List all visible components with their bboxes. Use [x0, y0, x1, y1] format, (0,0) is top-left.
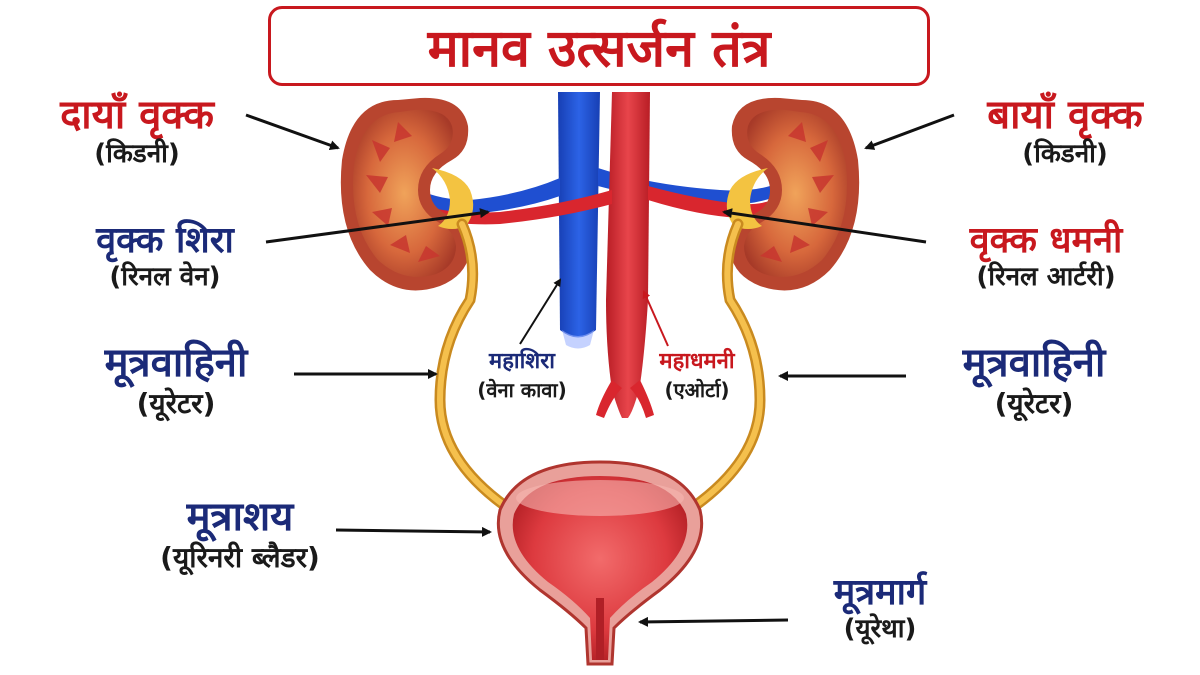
aorta-label: महाधमनी (एओर्टा)	[632, 348, 762, 403]
vena-cava-sub: (वेना कावा)	[477, 377, 567, 402]
renal-vein-name: वृक्क शिरा	[96, 220, 234, 261]
pointer-arrows	[245, 113, 955, 627]
aorta-name: महाधमनी	[659, 349, 735, 374]
renal-vein-label: वृक्क शिरा (रिनल वेन)	[60, 220, 270, 295]
right-kidney-name: दायाँ वृक्क	[60, 92, 214, 138]
ureter-right-sub: (यूरेटर)	[994, 387, 1074, 420]
right-kidney-label: दायाँ वृक्क (किडनी)	[22, 92, 252, 172]
renal-artery-name: वृक्क धमनी	[969, 220, 1123, 261]
page-title: मानव उत्सर्जन तंत्र	[427, 18, 771, 79]
urinary-bladder-organ	[496, 460, 704, 666]
urethra-label: मूत्रमार्ग (यूरेथा)	[780, 572, 980, 647]
ureter-right-label: मूत्रवाहिनी (यूरेटर)	[904, 340, 1164, 422]
right-kidney-organ	[340, 97, 474, 291]
aorta-pointer-arrow	[642, 290, 669, 347]
renal-artery-sub: (रिनल आर्टरी)	[976, 262, 1116, 293]
renal-artery-label: वृक्क धमनी (रिनल आर्टरी)	[926, 220, 1166, 295]
title-banner: मानव उत्सर्जन तंत्र	[268, 6, 930, 86]
left-kidney-name: बायाँ वृक्क	[987, 92, 1143, 138]
left-kidney-label: बायाँ वृक्क (किडनी)	[950, 92, 1180, 172]
bladder-sub: (यूरिनरी ब्लैडर)	[160, 541, 320, 574]
aorta-sub: (एओर्टा)	[664, 377, 730, 402]
bladder-name: मूत्राशय	[186, 494, 294, 540]
urethra-name: मूत्रमार्ग	[833, 572, 927, 613]
vena-cava-label: महाशिरा (वेना कावा)	[452, 348, 592, 403]
left-kidney-organ	[726, 97, 860, 291]
right-kidney-sub: (किडनी)	[94, 139, 180, 169]
ureter-left-name: मूत्रवाहिनी	[104, 340, 248, 386]
vena-cava-name: महाशिरा	[489, 349, 555, 374]
ureter-right-name: मूत्रवाहिनी	[962, 340, 1106, 386]
urethra-sub: (यूरेथा)	[843, 614, 917, 645]
bladder-label: मूत्राशय (यूरिनरी ब्लैडर)	[100, 494, 380, 576]
ureter-left-label: मूत्रवाहिनी (यूरेटर)	[56, 340, 296, 422]
left-kidney-sub: (किडनी)	[1022, 139, 1108, 169]
renal-vein-sub: (रिनल वेन)	[109, 262, 221, 293]
ureter-left-sub: (यूरेटर)	[136, 387, 216, 420]
